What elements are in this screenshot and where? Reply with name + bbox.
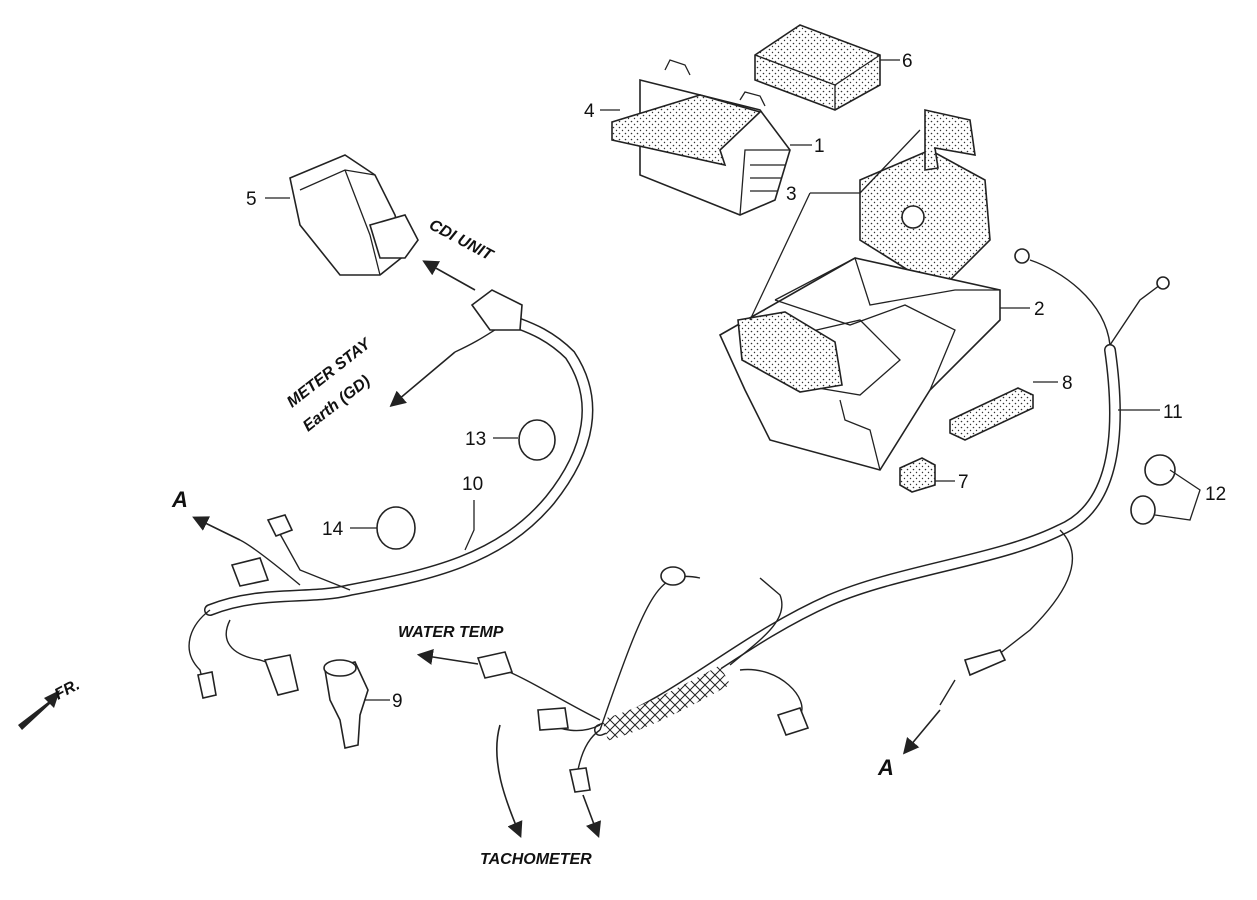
water-temp-label: WATER TEMP bbox=[398, 624, 504, 641]
callout-arrows bbox=[18, 260, 941, 838]
leader-lines bbox=[265, 59, 1201, 701]
clip-ring-14 bbox=[376, 506, 416, 550]
part-number-5: 5 bbox=[246, 189, 257, 210]
tachometer-label: TACHOMETER bbox=[480, 851, 592, 868]
part-number-13: 13 bbox=[465, 429, 486, 450]
part-number-10: 10 bbox=[462, 474, 483, 495]
reference-a-left: A bbox=[171, 487, 188, 512]
cdi-unit-label: CDI UNIT bbox=[426, 217, 496, 265]
front-arrow-icon bbox=[18, 690, 60, 730]
battery-cushion bbox=[859, 109, 991, 292]
clip-ring-13 bbox=[518, 419, 556, 461]
clip-ring-12a bbox=[1144, 454, 1176, 486]
ignition-coil bbox=[323, 659, 369, 749]
part-number-14: 14 bbox=[322, 519, 344, 540]
main-harness bbox=[188, 289, 594, 699]
top-pad bbox=[754, 24, 881, 111]
reference-a-right: A bbox=[877, 755, 894, 780]
battery-pad bbox=[611, 94, 762, 167]
part-number-11: 11 bbox=[1163, 402, 1183, 423]
rear-harness bbox=[476, 248, 1170, 793]
part-number-4: 4 bbox=[584, 101, 595, 122]
part-number-6: 6 bbox=[902, 51, 913, 72]
cdi-unit bbox=[289, 154, 419, 276]
part-number-2: 2 bbox=[1034, 299, 1045, 320]
small-block bbox=[899, 457, 936, 493]
clip-ring-12b bbox=[1130, 495, 1156, 525]
foam-strip bbox=[949, 387, 1034, 441]
part-number-8: 8 bbox=[1062, 373, 1073, 394]
part-number-12: 12 bbox=[1205, 484, 1226, 505]
battery-case bbox=[718, 257, 1001, 471]
part-number-1: 1 bbox=[814, 136, 825, 157]
part-number-7: 7 bbox=[958, 472, 969, 493]
part-number-9: 9 bbox=[392, 691, 403, 712]
part-number-3: 3 bbox=[786, 184, 797, 205]
